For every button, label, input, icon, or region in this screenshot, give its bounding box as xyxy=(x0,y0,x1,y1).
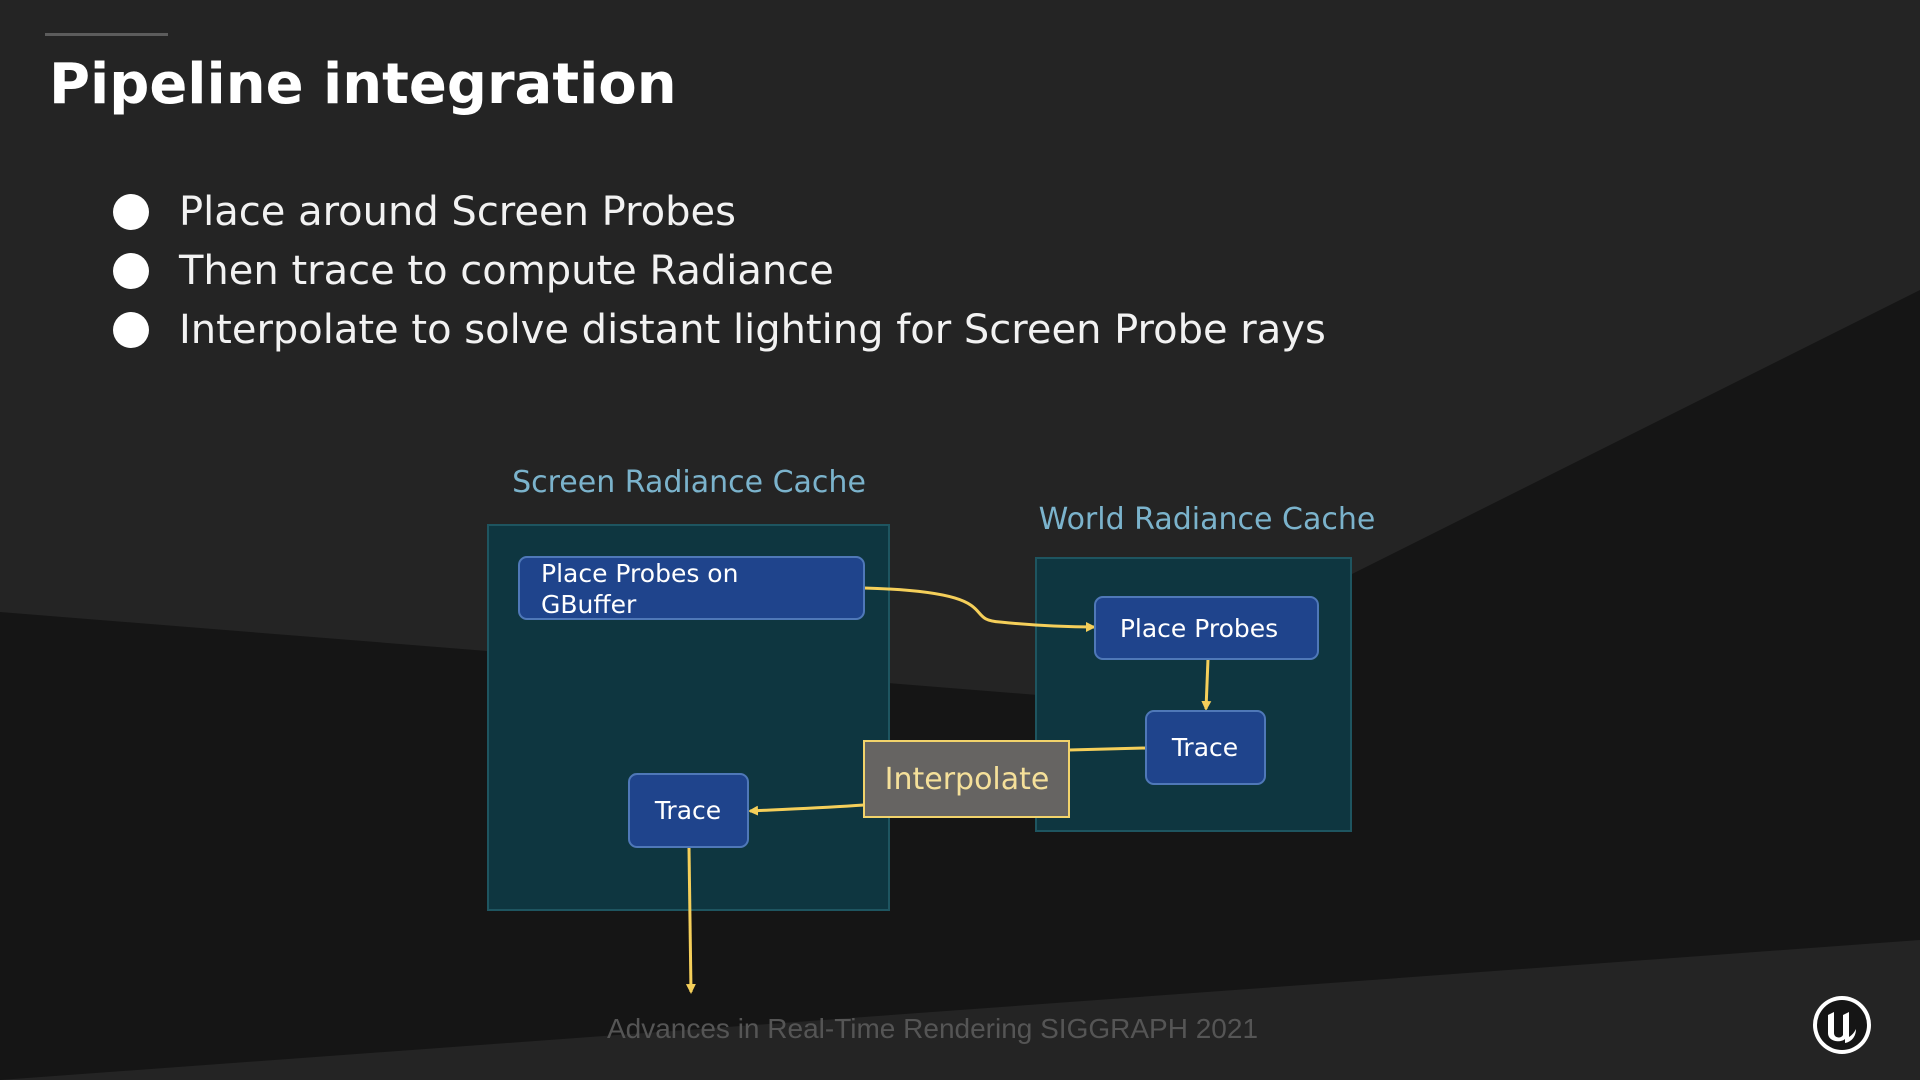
node-place-probes-gbuffer: Place Probes on GBuffer xyxy=(518,556,865,620)
bullet-text: Place around Screen Probes xyxy=(179,188,736,235)
node-interpolate: Interpolate xyxy=(863,740,1070,818)
bullet-item: Interpolate to solve distant lighting fo… xyxy=(113,300,1326,359)
arrow-world-trace-to-interpolate xyxy=(1068,746,1147,752)
node-world-trace-label: Trace xyxy=(1171,733,1238,762)
unreal-engine-logo-icon xyxy=(1813,996,1871,1054)
arrow-screen-trace-output xyxy=(685,847,696,994)
bullet-item: Place around Screen Probes xyxy=(113,182,1326,241)
bullet-list: Place around Screen Probes Then trace to… xyxy=(113,182,1326,359)
node-world-trace: Trace xyxy=(1145,710,1266,785)
node-place-probes-gbuffer-line1: Place Probes on xyxy=(541,559,738,588)
node-world-place-probes-label: Place Probes xyxy=(1120,614,1278,643)
arrow-interpolate-to-screen-trace xyxy=(748,803,865,816)
world-radiance-cache-label: World Radiance Cache xyxy=(1039,502,1376,537)
node-screen-trace: Trace xyxy=(628,773,749,848)
arrow-world-place-to-trace xyxy=(1201,658,1212,711)
bullet-text: Interpolate to solve distant lighting fo… xyxy=(179,306,1326,353)
bullet-dot-icon xyxy=(113,193,149,230)
screen-radiance-cache-label: Screen Radiance Cache xyxy=(512,465,866,500)
node-world-place-probes: Place Probes xyxy=(1094,596,1319,660)
title-rule xyxy=(45,33,168,36)
bullet-item: Then trace to compute Radiance xyxy=(113,241,1326,300)
bullet-dot-icon xyxy=(113,252,149,289)
slide-title: Pipeline integration xyxy=(49,52,677,117)
node-screen-trace-label: Trace xyxy=(654,796,721,825)
arrow-gbuffer-to-world-place xyxy=(863,586,1096,632)
node-interpolate-label: Interpolate xyxy=(885,762,1050,797)
bullet-dot-icon xyxy=(113,311,149,348)
node-place-probes-gbuffer-line2: GBuffer xyxy=(541,590,637,619)
slide-footer: Advances in Real-Time Rendering SIGGRAPH… xyxy=(606,1013,1259,1044)
bullet-text: Then trace to compute Radiance xyxy=(179,247,834,294)
